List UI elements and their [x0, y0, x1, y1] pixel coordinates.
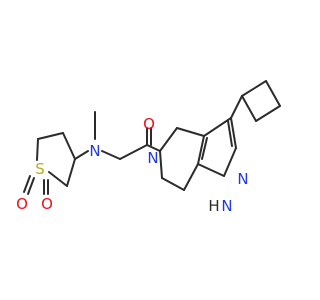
bond: [37, 132, 64, 140]
amide-linker: [74, 111, 161, 160]
bond: [119, 144, 148, 160]
pyrazole-nitrogen-label: N: [237, 170, 248, 188]
bond: [255, 105, 281, 122]
sulfone-oxygen-2-label: O: [41, 195, 53, 213]
bond: [183, 163, 199, 191]
bond: [36, 138, 39, 161]
bond: [27, 177, 35, 195]
sulfone-sulfur-label: S: [35, 160, 45, 178]
amide-nitrogen-label: N: [147, 149, 158, 167]
bond: [201, 137, 208, 160]
bond: [223, 147, 237, 177]
bond: [146, 144, 161, 152]
bond: [48, 171, 68, 187]
bond: [66, 158, 76, 187]
bond: [62, 132, 76, 160]
bond: [159, 150, 163, 179]
cyclobutyl-ring: [230, 80, 281, 122]
bond: [23, 175, 31, 193]
bond: [241, 95, 257, 122]
pyrazole-ring: [197, 117, 237, 177]
pyrazole-nh-nitrogen-label: N: [221, 197, 232, 215]
bond: [265, 80, 281, 107]
molecule-structure-diagram: O N N N N H S O O: [16, 80, 281, 215]
bond: [159, 127, 178, 152]
bond: [241, 80, 267, 97]
bond: [227, 120, 233, 147]
bond: [230, 95, 243, 119]
atom-labels: O N N N N H S O O: [16, 115, 249, 215]
bond: [230, 117, 237, 149]
bond: [74, 150, 89, 160]
pyrazole-hydrogen-label: H: [208, 197, 219, 215]
bond: [203, 117, 232, 137]
bond: [101, 150, 121, 160]
carbonyl-oxygen-label: O: [143, 115, 155, 133]
bond: [197, 163, 225, 177]
bond: [176, 127, 205, 137]
tetrahydropyridine-ring: [159, 127, 205, 191]
bond: [161, 177, 185, 191]
bond: [197, 135, 205, 165]
sulfone-oxygen-1-label: O: [16, 195, 28, 213]
amine-nitrogen-label: N: [89, 142, 100, 160]
sulfolane-ring: [23, 132, 76, 195]
